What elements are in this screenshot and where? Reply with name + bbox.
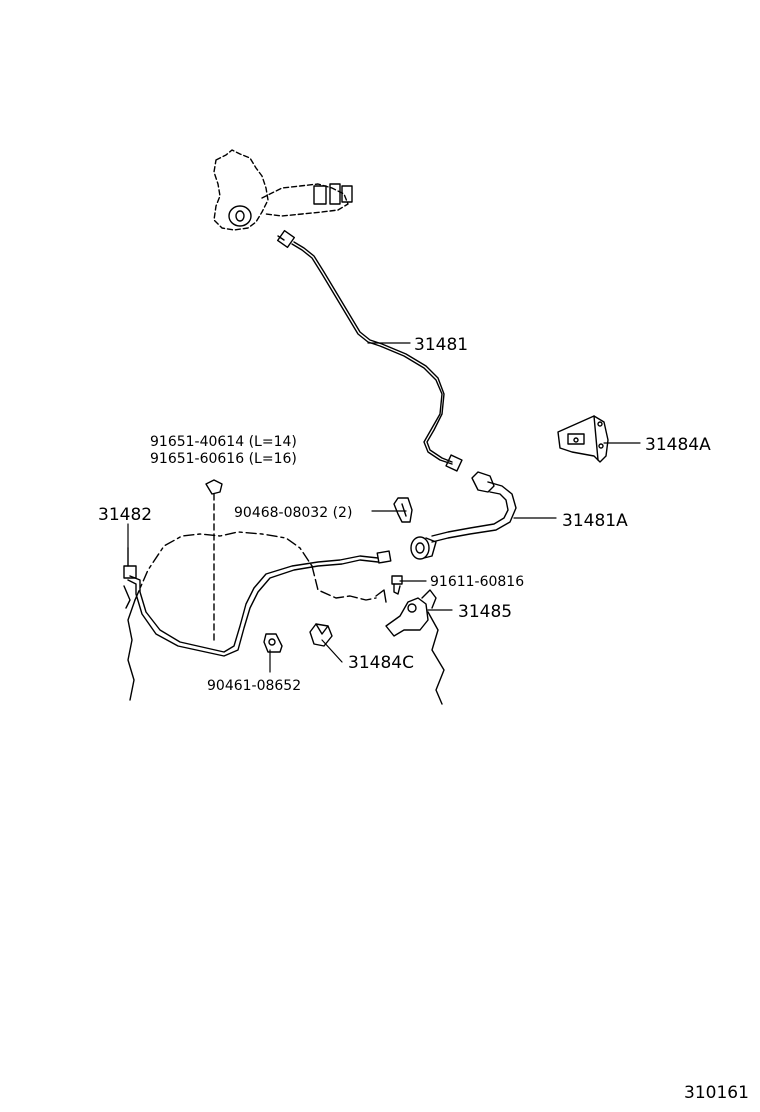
label-91651-40614: 91651-40614 (L=14) bbox=[150, 434, 297, 450]
clip-90461 bbox=[263, 633, 283, 653]
label-90468-08032: 90468-08032 (2) bbox=[234, 505, 352, 521]
clip-31484c bbox=[309, 623, 333, 647]
label-31484c: 31484C bbox=[348, 653, 414, 673]
label-91651-60616: 91651-60616 (L=16) bbox=[150, 451, 297, 467]
bracket-31485 bbox=[375, 589, 437, 637]
hose-31481a bbox=[410, 471, 517, 560]
label-31482: 31482 bbox=[98, 505, 152, 525]
label-31484a: 31484A bbox=[645, 435, 711, 455]
label-91611-60816: 91611-60816 bbox=[430, 574, 524, 590]
label-31481a: 31481A bbox=[562, 511, 628, 531]
transmission-outline bbox=[127, 531, 445, 705]
pipe-31481 bbox=[276, 229, 463, 472]
illustration-number: 310161 bbox=[684, 1083, 749, 1103]
label-90461-08652: 90461-08652 bbox=[207, 678, 301, 694]
master-cylinder bbox=[213, 149, 353, 231]
clip-90468 bbox=[393, 497, 413, 523]
bolt-91651 bbox=[205, 479, 223, 641]
label-31481: 31481 bbox=[414, 335, 468, 355]
label-31485: 31485 bbox=[458, 602, 512, 622]
bolt-91611 bbox=[391, 575, 403, 595]
bracket-31484a bbox=[557, 415, 609, 463]
leader-lines bbox=[127, 342, 641, 673]
pipe-31482 bbox=[123, 547, 392, 657]
